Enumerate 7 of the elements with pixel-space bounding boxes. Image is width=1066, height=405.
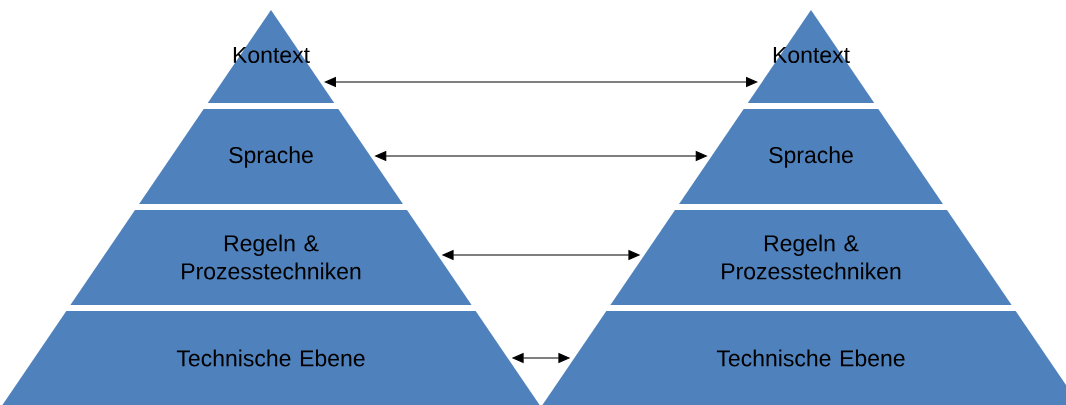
pyramid-layer: Regeln & Prozesstechniken — [70, 210, 472, 305]
pyramid-layer: Sprache — [139, 109, 403, 204]
double-arrow — [324, 76, 758, 88]
pyramid-layer: Technische Ebene — [542, 311, 1066, 405]
pyramid-layer: Technische Ebene — [2, 311, 540, 405]
pyramid-layer: Sprache — [679, 109, 943, 204]
pyramid-layer: Regeln & Prozesstechniken — [610, 210, 1012, 305]
